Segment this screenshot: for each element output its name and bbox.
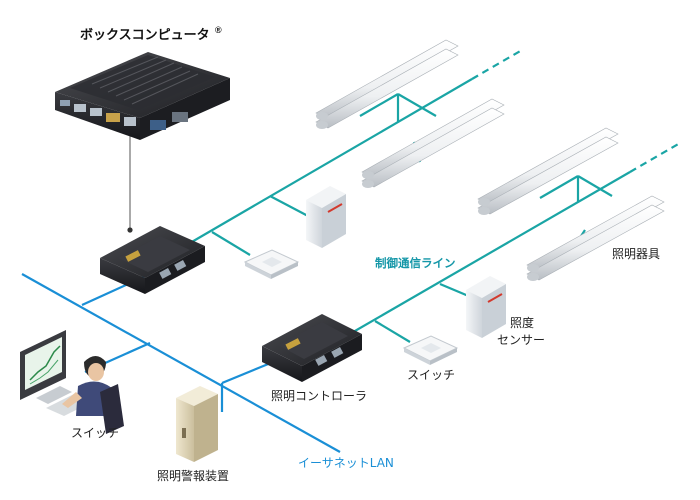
sensor-lower [466, 276, 506, 338]
sensor-upper [306, 186, 346, 248]
switch-right-label: スイッチ [407, 368, 455, 382]
alarm-label: 照明警報装置 [157, 468, 229, 483]
control-line-label: 制御通信ライン [375, 256, 456, 270]
alarm-panel-device [176, 386, 218, 462]
controller-center [262, 314, 362, 382]
lighting-fixture-label: 照明器具 [612, 247, 660, 261]
controller-label: 照明コントローラ [271, 389, 367, 403]
controller-left [100, 226, 205, 294]
connector-dot [127, 227, 133, 233]
box-computer-device [55, 52, 230, 140]
lighting-fixture-3 [477, 127, 619, 215]
lighting-fixture-2 [361, 98, 505, 188]
sensor-label-line1: 照度 [510, 315, 534, 330]
control-lines-upper [189, 49, 523, 256]
sensor-label-line2: センサー [497, 333, 545, 347]
lighting-fixture-1 [315, 39, 459, 129]
operator-pc [20, 330, 124, 434]
control-lines-lower [347, 142, 681, 343]
box-computer-label: ボックスコンピュータ [80, 27, 210, 42]
switch-panel-upper [243, 249, 300, 279]
registered-mark: ® [215, 25, 222, 35]
switch-panel-lower [402, 335, 459, 365]
ethernet-lan-label: イーサネットLAN [298, 456, 394, 470]
switch-left-label: スイッチ [71, 426, 119, 440]
lighting-fixture-4 [526, 195, 665, 281]
